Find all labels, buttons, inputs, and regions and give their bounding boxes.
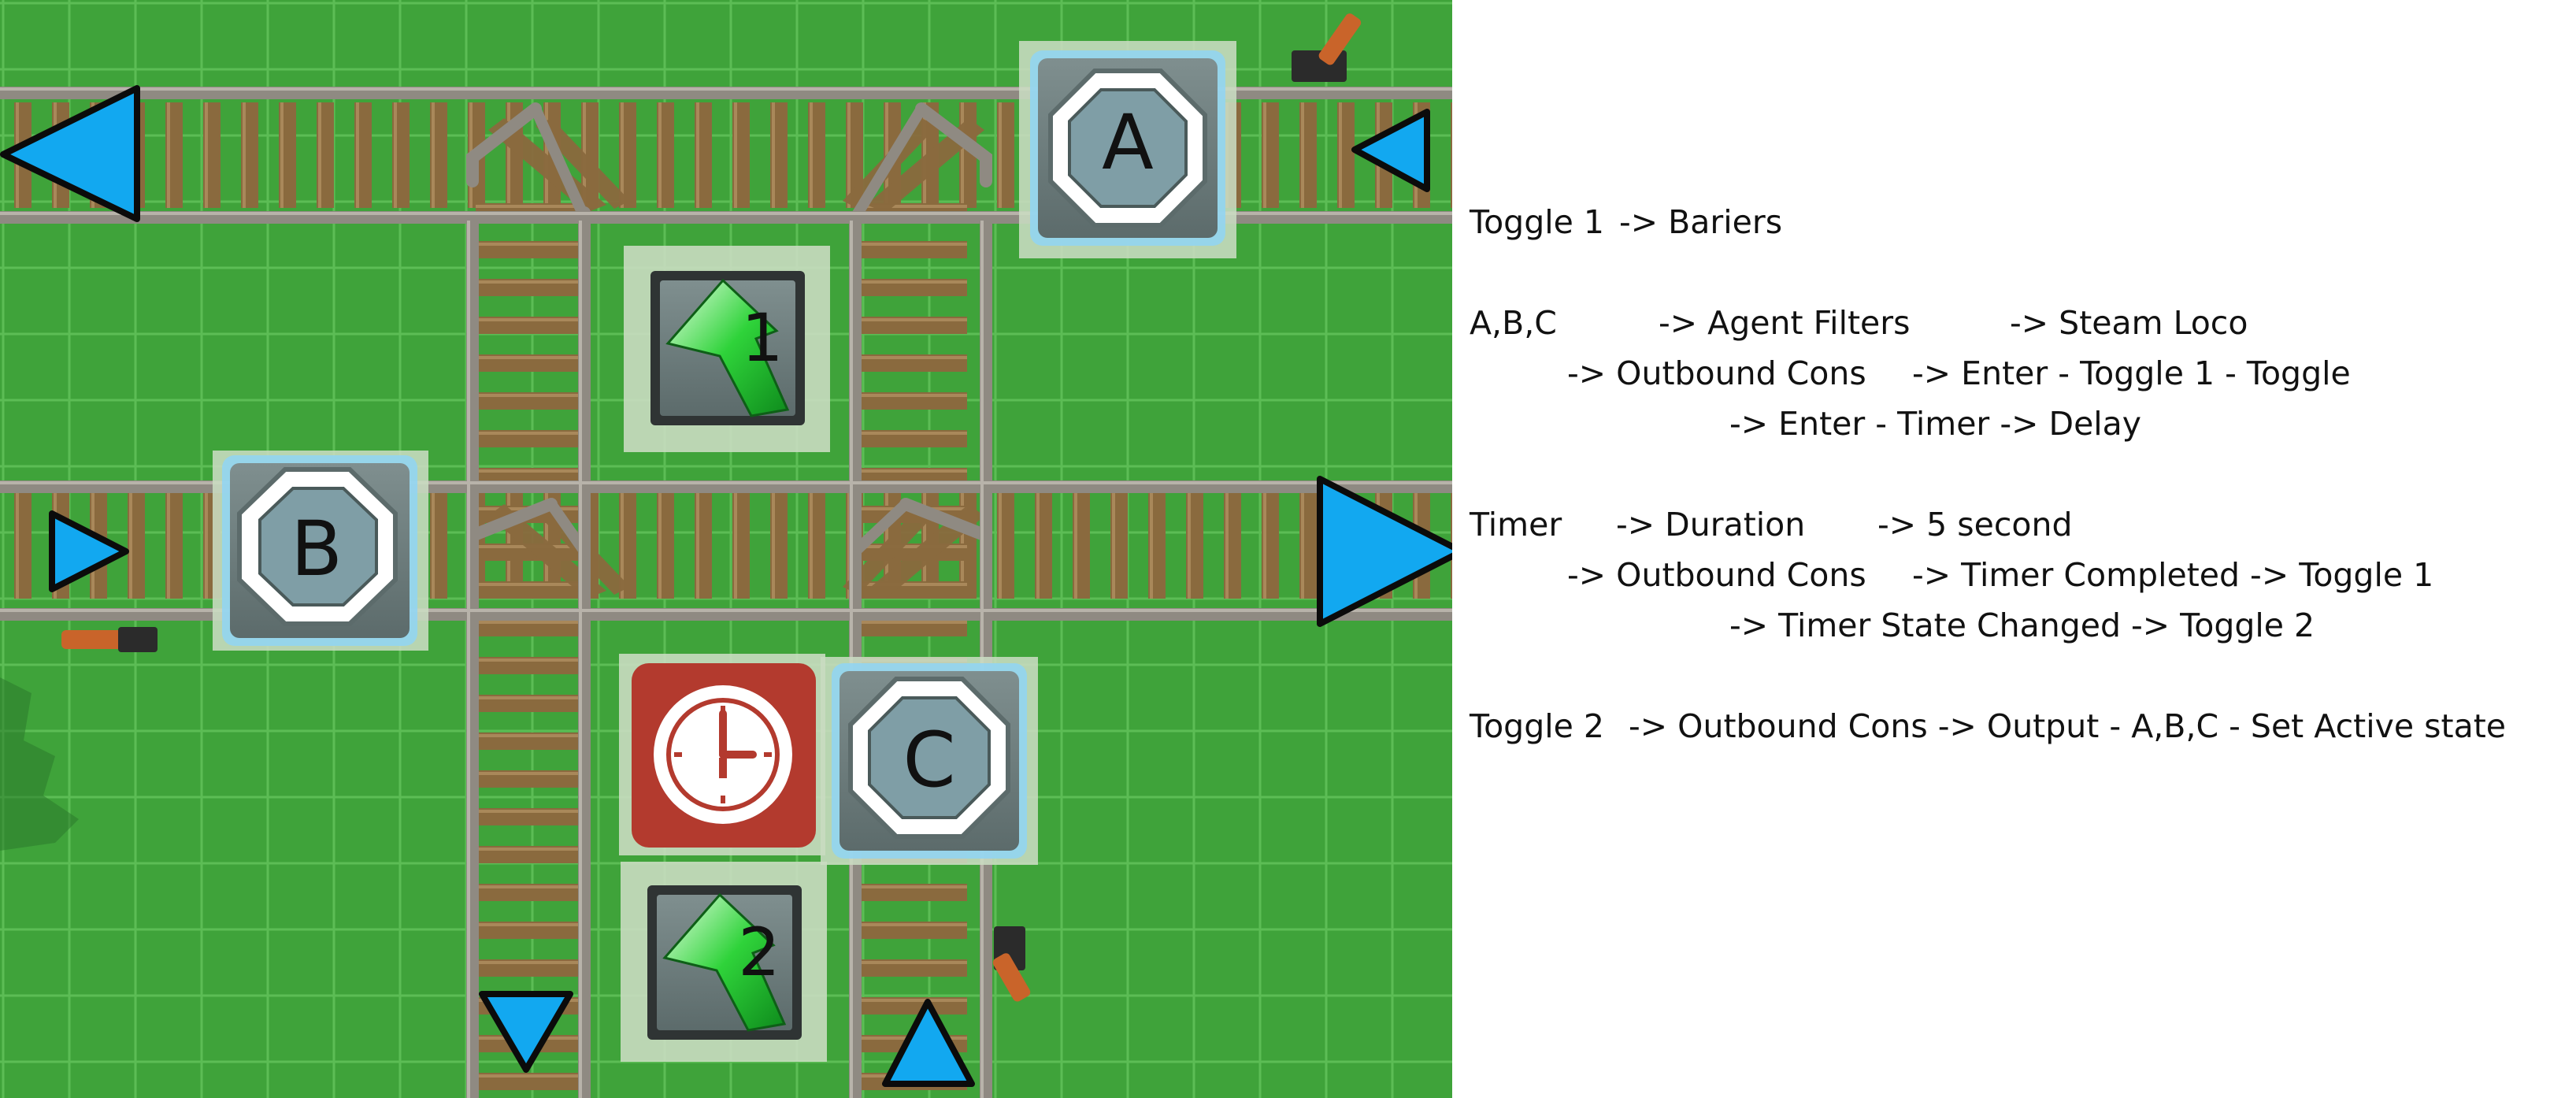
note-text: Toggle 2 <box>1470 707 1604 745</box>
game-view[interactable]: A B C 1 <box>0 0 1452 1098</box>
timer-block[interactable] <box>619 654 825 855</box>
railway-tracks <box>0 87 1452 1098</box>
agent-filter-label: B <box>291 505 343 593</box>
toggle-1[interactable]: 1 <box>624 246 830 452</box>
note-text: -> Timer State Changed -> Toggle 2 <box>1729 606 2315 644</box>
agent-filter-a[interactable]: A <box>1019 41 1236 258</box>
notes-panel: Toggle 1 -> Bariers A,B,C -> Agent Filte… <box>1470 197 2568 751</box>
toggle-2[interactable]: 2 <box>621 862 827 1062</box>
note-text: A,B,C <box>1470 304 1557 342</box>
note-text: -> Enter - Timer -> Delay <box>1729 405 2142 443</box>
switch-arrow-icon <box>662 892 787 1032</box>
grass-tuft <box>0 677 79 851</box>
agent-filter-label: A <box>1102 98 1154 187</box>
note-timer: Timer -> Duration -> 5 second <box>1470 499 2568 550</box>
note-text: -> Bariers <box>1619 203 1783 241</box>
note-text: -> 5 second <box>1877 506 2073 543</box>
note-abc-timer: -> Enter - Timer -> Delay <box>1470 399 2568 449</box>
toggle-number: 1 <box>741 299 783 377</box>
barrier-lever-top[interactable] <box>1292 12 1362 82</box>
note-text: -> Steam Loco <box>2010 304 2248 342</box>
note-text: Timer <box>1470 506 1562 543</box>
note-text: -> Duration <box>1616 506 1806 543</box>
agent-filter-c[interactable]: C <box>821 657 1038 865</box>
agent-filter-b[interactable]: B <box>213 451 428 651</box>
note-text: -> Outbound Cons -> Output - A,B,C - Set… <box>1629 707 2507 745</box>
direction-arrow-down-icon <box>479 991 573 1073</box>
note-toggle-1: Toggle 1 -> Bariers <box>1470 197 2568 247</box>
toggle-number: 2 <box>738 914 780 991</box>
note-text: -> Outbound Cons <box>1567 556 1866 594</box>
switch-arrow-icon <box>665 278 790 417</box>
direction-arrow-right-small-icon <box>49 510 129 592</box>
note-text: -> Timer Completed -> Toggle 1 <box>1912 556 2434 594</box>
agent-filter-label: C <box>903 716 955 804</box>
direction-arrow-right-icon <box>1317 476 1452 627</box>
note-timer-state: -> Timer State Changed -> Toggle 2 <box>1470 600 2568 651</box>
note-toggle-2: Toggle 2 -> Outbound Cons -> Output - A,… <box>1470 701 2568 751</box>
note-text: -> Outbound Cons <box>1567 354 1866 392</box>
direction-arrow-left-icon <box>0 85 140 222</box>
clock-icon <box>654 685 792 824</box>
note-text: -> Agent Filters <box>1659 304 1911 342</box>
direction-arrow-left-small-icon <box>1351 109 1430 192</box>
note-text: Toggle 1 <box>1470 203 1604 241</box>
note-timer-outbound: -> Outbound Cons -> Timer Completed -> T… <box>1470 550 2568 600</box>
note-abc: A,B,C -> Agent Filters -> Steam Loco <box>1470 298 2568 348</box>
barrier-lever-left[interactable] <box>61 627 158 652</box>
note-text: -> Enter - Toggle 1 - Toggle <box>1912 354 2351 392</box>
direction-arrow-up-icon <box>882 999 975 1087</box>
barrier-lever-bottom[interactable] <box>991 926 1032 1003</box>
game-board[interactable]: A B C 1 <box>0 0 1452 1098</box>
note-abc-outbound: -> Outbound Cons -> Enter - Toggle 1 - T… <box>1470 348 2568 399</box>
